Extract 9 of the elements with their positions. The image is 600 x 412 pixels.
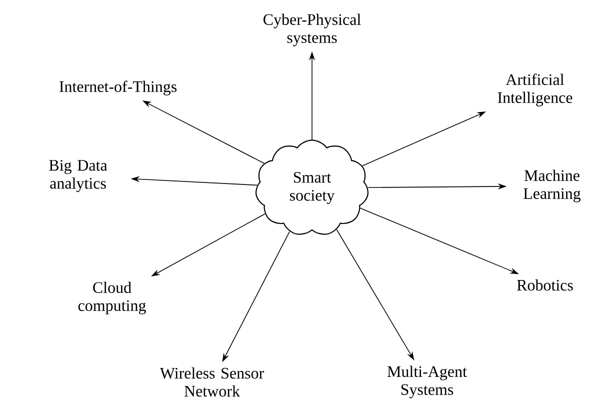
node-label: Artificial Intelligence	[498, 74, 572, 106]
node-label: Robotics	[517, 279, 573, 291]
node-label: Wireless Sensor Network	[160, 367, 264, 397]
node-label: Cloud computing	[78, 282, 146, 314]
node-label: Internet-of-Things	[60, 80, 177, 96]
node-label: Big Data analytics	[49, 160, 108, 192]
node-label: Machine Learning	[524, 170, 581, 202]
node-label: Cyber-Physical systems	[264, 14, 361, 46]
node-label: Multi-Agent Systems	[387, 366, 467, 398]
